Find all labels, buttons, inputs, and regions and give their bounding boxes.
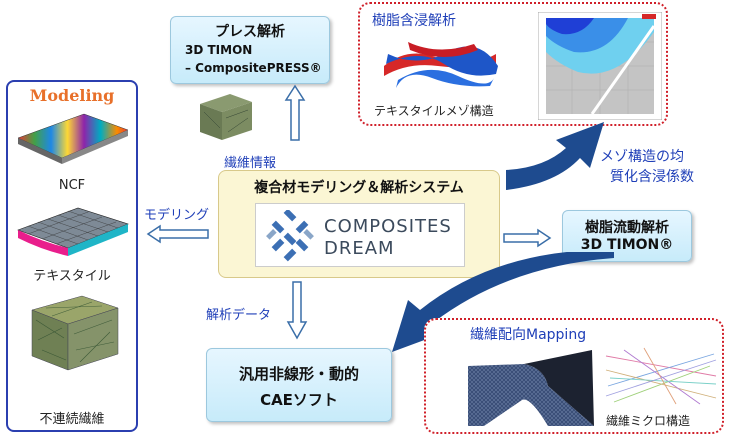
- modeling-title: Modeling: [29, 86, 115, 105]
- mapping-title: 繊維配向Mapping: [470, 327, 587, 343]
- resin-impregnation-title: 樹脂含浸解析: [372, 13, 456, 29]
- analysis-data-arrow: [286, 281, 308, 340]
- press-line1: 3D TIMON: [185, 43, 253, 57]
- resin-flow-line1: 樹脂流動解析: [585, 220, 669, 236]
- resin-flow-line2: 3D TIMON®: [580, 237, 674, 253]
- modeling-arrow: [146, 224, 209, 244]
- mapping-arrow: [392, 252, 614, 352]
- mapping-caption: 繊維ミクロ構造: [606, 414, 691, 428]
- discontinuous-fiber-label: 不連続繊維: [39, 412, 105, 427]
- meso-line1: メゾ構造の均: [600, 149, 684, 165]
- textile-image: [17, 207, 129, 256]
- textile-meso-image: [384, 42, 498, 88]
- fiber-micro-image: [605, 347, 717, 405]
- modeling-label: モデリング: [144, 208, 210, 223]
- mapped-mesh-image: [468, 350, 594, 426]
- textile-label: テキスタイル: [33, 269, 111, 284]
- cae-line1: 汎用非線形・動的: [238, 365, 359, 383]
- analysis-data-label: 解析データ: [206, 308, 272, 323]
- textile-meso-caption: テキスタイルメゾ構造: [374, 104, 494, 118]
- fiber-info-arrow: [284, 84, 306, 141]
- meso-arrow: [506, 122, 604, 190]
- ncf-image: [17, 113, 129, 164]
- logo-mark-icon: [266, 210, 314, 262]
- resin-impregnation-panel: 樹脂含浸解析 テキスタイルメゾ構造: [358, 2, 668, 126]
- modeling-panel: Modeling NCF テキスタイル: [6, 80, 138, 432]
- cae-software-box: 汎用非線形・動的 CAEソフト: [206, 348, 392, 422]
- meso-line2: 質化含浸係数: [610, 169, 694, 185]
- system-title: 複合材モデリング＆解析システム: [254, 180, 464, 196]
- discontinuous-fiber-image: [31, 295, 119, 371]
- composite-system-box: 複合材モデリング＆解析システム COMPOSITES DREAM: [218, 170, 500, 278]
- press-analysis-box: プレス解析 3D TIMON – CompositePRESS®: [170, 16, 330, 84]
- logo-text-line1: COMPOSITES: [324, 216, 452, 237]
- composites-dream-logo: COMPOSITES DREAM: [255, 203, 465, 267]
- press-line2: – CompositePRESS®: [185, 61, 322, 75]
- fiber-info-label: 繊維情報: [224, 156, 277, 171]
- fiber-mapping-panel: 繊維配向Mapping 繊維ミクロ構造: [424, 318, 724, 434]
- logo-text-line2: DREAM: [324, 238, 395, 259]
- press-fiber-image: [200, 94, 252, 140]
- press-title: プレス解析: [215, 24, 285, 40]
- impregnation-result-image: [538, 12, 662, 120]
- resin-flow-arrow: [503, 228, 552, 248]
- cae-line2: CAEソフト: [260, 391, 338, 409]
- ncf-label: NCF: [58, 178, 86, 193]
